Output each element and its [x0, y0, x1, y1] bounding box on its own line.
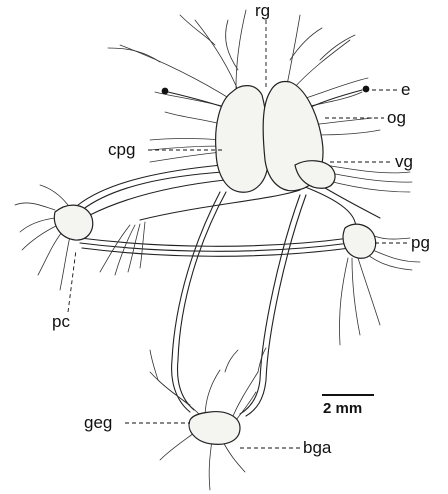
label-og: og	[387, 108, 406, 127]
label-pc: pc	[52, 312, 70, 331]
labels: rg e og cpg vg pg pc geg bga	[52, 1, 430, 457]
label-geg: geg	[84, 413, 112, 432]
pedal-ganglion-right	[343, 224, 376, 258]
label-pg: pg	[411, 233, 430, 252]
connective-nerves	[78, 165, 356, 416]
label-e: e	[401, 80, 410, 99]
label-rg: rg	[255, 1, 270, 20]
eye-left	[162, 88, 169, 95]
cerebral-ganglion-left	[216, 86, 269, 193]
label-bga: bga	[303, 438, 332, 457]
label-cpg: cpg	[108, 140, 135, 159]
scale-bar-label: 2 mm	[323, 400, 362, 417]
eye-right	[363, 86, 370, 93]
label-vg: vg	[395, 152, 413, 171]
scale-bar: 2 mm	[322, 395, 374, 417]
buccal-ganglion	[189, 412, 240, 445]
ganglia	[54, 81, 375, 444]
